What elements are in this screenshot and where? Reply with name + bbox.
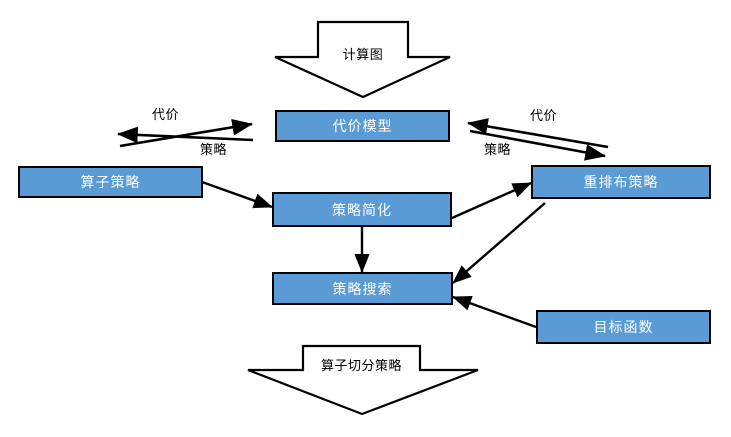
box-operator-strategy[interactable]: 算子策略: [18, 166, 203, 198]
box-objective-function-label: 目标函数: [593, 320, 654, 336]
box-operator-strategy-label: 算子策略: [80, 175, 141, 191]
edge-objective-to-search: [452, 295, 537, 329]
box-redistribution-strategy-label: 重排布策略: [583, 175, 659, 191]
left-strategy-arrow: [116, 126, 254, 144]
edge-simplify-to-redistribution: [451, 181, 532, 220]
edge-label-left-cost: 代价: [152, 108, 180, 123]
left-cost-arrow: [119, 119, 254, 148]
edge-redistribution-to-search: [452, 202, 546, 284]
box-strategy-simplify[interactable]: 策略简化: [272, 192, 452, 227]
box-cost-model-label: 代价模型: [332, 119, 393, 135]
box-strategy-search[interactable]: 策略搜索: [272, 272, 453, 305]
box-strategy-search-label: 策略搜索: [332, 281, 393, 298]
output-block-arrow-label: 算子切分策略: [320, 359, 402, 374]
box-redistribution-strategy[interactable]: 重排布策略: [531, 165, 711, 199]
right-cost-arrow: [466, 118, 609, 149]
right-strategy-arrow: [469, 129, 607, 161]
edge-label-right-strategy: 策略: [484, 143, 512, 158]
box-cost-model[interactable]: 代价模型: [275, 110, 450, 142]
box-strategy-simplify-label: 策略简化: [332, 202, 392, 219]
box-objective-function[interactable]: 目标函数: [536, 310, 711, 344]
output-block-arrow-shape: [247, 344, 479, 416]
input-block-arrow-label: 计算图: [342, 48, 384, 63]
edge-operator-to-simplify: [201, 180, 273, 209]
edge-label-right-cost: 代价: [530, 109, 558, 124]
input-block-arrow-shape: [274, 20, 451, 99]
edge-label-left-strategy: 策略: [200, 143, 228, 158]
